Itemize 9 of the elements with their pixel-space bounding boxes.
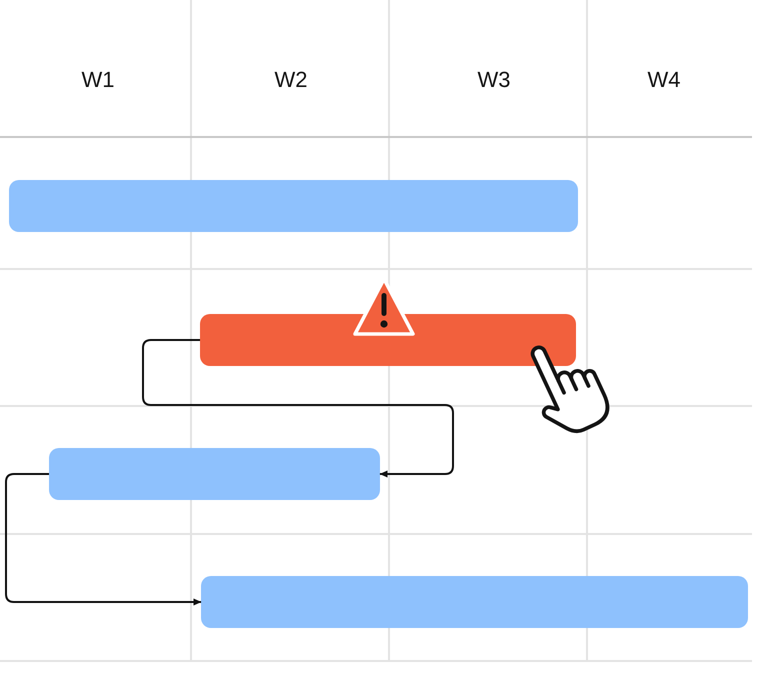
week-label: W2 [274, 67, 308, 93]
task-bar [9, 180, 578, 232]
dependency-arrow [142, 339, 454, 478]
task-bar [201, 576, 748, 628]
week-label: W1 [82, 67, 114, 93]
dependency-arrow [5, 473, 202, 606]
week-label: W3 [478, 67, 510, 93]
week-label: W4 [648, 67, 680, 93]
task-bar [49, 448, 380, 500]
